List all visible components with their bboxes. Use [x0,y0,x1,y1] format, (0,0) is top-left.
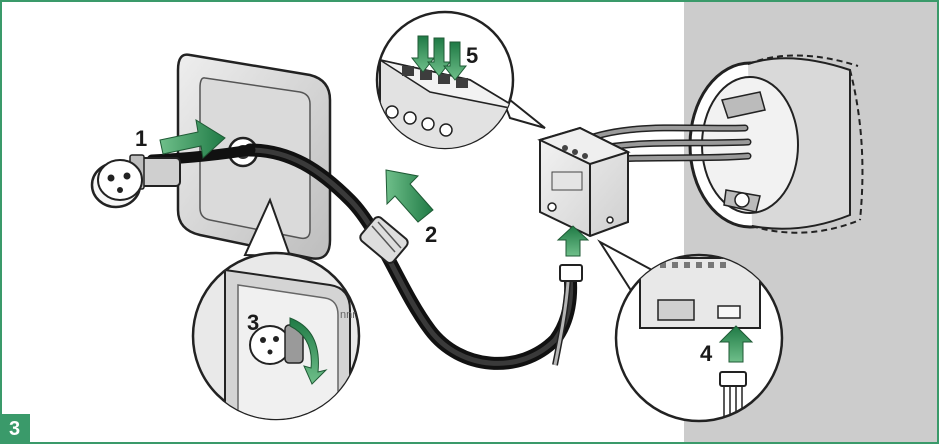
step-label-2: 2 [425,222,437,247]
sensor-plug [90,154,181,209]
step-label-5: 5 [466,43,478,68]
arrow-step-2 [385,169,434,223]
connection-module [537,126,631,238]
detail-circle-step-5 [375,10,515,150]
detail-circle-step-3: nnn ill [191,251,369,421]
detail-circle-step-4 [614,253,784,423]
svg-text:nnn ill: nnn ill [340,309,369,321]
arrow-step-1 [159,118,226,159]
figure-number-text: 3 [9,418,20,440]
cable-gland [359,216,409,264]
ribbon-connector [552,264,583,366]
flush-mount-box [688,54,864,234]
step-label-4: 4 [700,341,713,366]
step-label-1: 1 [135,126,147,151]
arrow-step-4-module [556,225,590,257]
step-label-3: 3 [247,310,259,335]
figure-number-badge: 3 [2,414,30,442]
